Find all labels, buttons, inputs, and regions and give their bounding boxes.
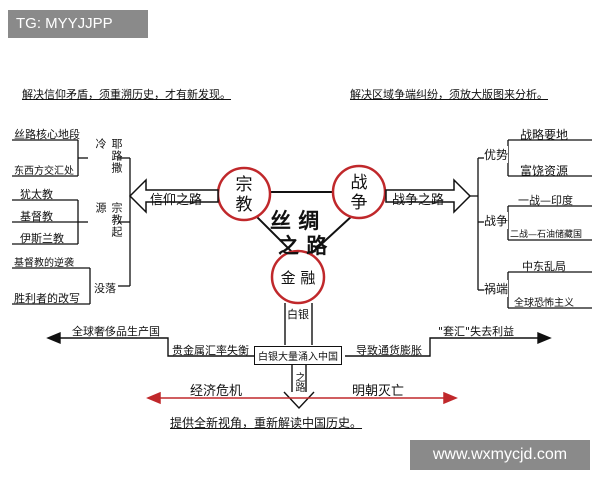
left-tree-lines (12, 139, 131, 305)
watermark-bottom: www.wxmycjd.com (410, 440, 590, 470)
silver-left-mid: 贵金属汇率失衡 (172, 344, 249, 357)
finance-circle (270, 249, 326, 305)
right-label-disaster: 祸端 (484, 280, 509, 297)
center-title-line2: 之 路 (278, 234, 328, 258)
left-item-islam: 伊斯兰教 (20, 232, 64, 245)
left-item-judaism: 犹太教 (20, 188, 53, 201)
faith-road-arrow (128, 178, 219, 214)
silver-right-mid: 导致通货膨胀 (356, 344, 422, 357)
silver-right-top: "套汇"失去利益 (438, 325, 515, 338)
religion-text: 宗 教 (235, 175, 253, 215)
silver-bottom-left: 经济危机 (190, 384, 243, 399)
right-item-resources: 富饶资源 (520, 164, 569, 178)
right-item-ww2: 二战—石油储藏国 (510, 230, 583, 240)
right-label-advantage: 优势 (484, 146, 509, 163)
right-item-middle-east: 中东乱局 (522, 260, 566, 273)
left-item-rewrite: 胜利者的改写 (14, 292, 80, 305)
right-item-strategic: 战略要地 (520, 128, 569, 142)
left-label-jerusalem: 耶路撒冷 (94, 138, 123, 174)
bottom-double-arrow (146, 391, 458, 405)
left-label-decline: 没落 (94, 282, 116, 295)
right-item-ww1: 一战—印度 (518, 194, 573, 207)
top-right-note: 解决区域争端纠纷，须放大版图来分析。 (350, 88, 548, 101)
center-triangle (229, 191, 381, 264)
center-title-line1: 丝 绸 (270, 209, 320, 233)
left-item-crossroad: 东西方交汇处 (14, 166, 74, 177)
war-text: 战 争 (350, 173, 368, 213)
silver-left-top: 全球奢侈品生产国 (72, 325, 160, 338)
silver-road-label: 之路 (293, 372, 304, 392)
left-item-comeback: 基督教的逆袭 (14, 258, 74, 269)
silver-top-box: 白银 (287, 308, 309, 321)
right-label-war: 战争 (484, 212, 509, 229)
left-item-christianity: 基督教 (20, 210, 53, 223)
top-left-note: 解决信仰矛盾，须重溯历史，才有新发现。 (22, 88, 231, 101)
left-item-core: 丝路核心地段 (14, 128, 80, 141)
war-road-arrow (385, 178, 472, 214)
left-label-origin: 宗教起源 (94, 202, 123, 238)
war-label: 战 争 (345, 173, 373, 213)
war-circle (331, 164, 387, 220)
faith-road-label: 信仰之路 (150, 193, 203, 208)
bottom-note: 提供全新视角，重新解读中国历史。 (170, 416, 363, 430)
right-item-terrorism: 全球恐怖主义 (514, 298, 574, 309)
finance-label: 金 融 (280, 269, 316, 287)
war-road-label: 战争之路 (392, 193, 445, 208)
silver-bottom-right: 明朝灭亡 (352, 384, 405, 399)
silver-inflow-box: 白银大量涌入中国 (254, 346, 342, 365)
religion-label: 宗 教 (230, 175, 258, 215)
watermark-top: TG: MYYJJPP (8, 10, 148, 38)
